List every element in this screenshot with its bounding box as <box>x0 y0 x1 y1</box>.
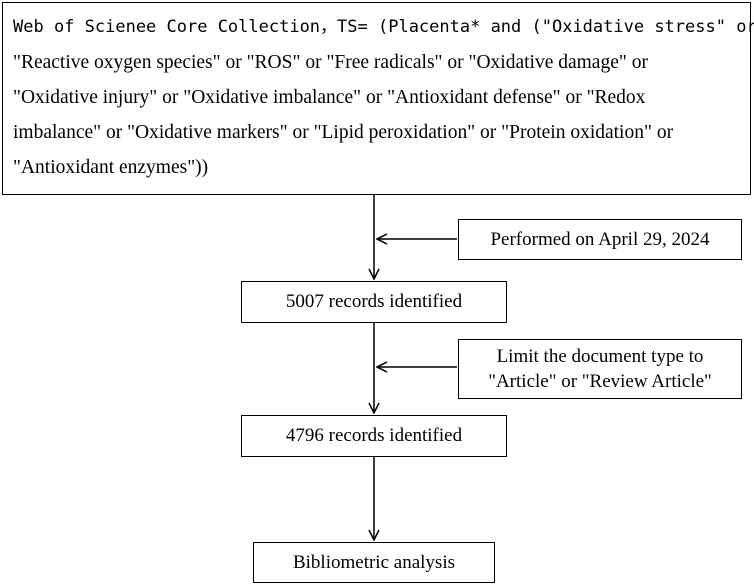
initial-records-count: 5007 records identified <box>285 291 463 312</box>
bibliometric-analysis-label: Bibliometric analysis <box>292 551 455 573</box>
initial-records-box: 5007 records identified <box>241 281 507 323</box>
query-line: Web of Scienee Core Collection，TS= (Plac… <box>13 17 754 37</box>
filtered-records-box: 4796 records identified <box>241 415 507 457</box>
document-type-filter-line: "Article" or "Review Article" <box>488 371 712 392</box>
document-type-filter-line: Limit the document type to <box>496 346 704 367</box>
document-type-filter-box: Limit the document type to "Article" or … <box>458 339 742 399</box>
query-line: "Oxidative injury" or "Oxidative imbalan… <box>13 87 646 108</box>
bibliometric-analysis-box: Bibliometric analysis <box>253 542 495 583</box>
filtered-records-count: 4796 records identified <box>285 425 463 446</box>
query-line: "Reactive oxygen species" or "ROS" or "F… <box>13 52 648 73</box>
search-date-note: Performed on April 29, 2024 <box>490 228 710 250</box>
search-date-note-box: Performed on April 29, 2024 <box>458 219 742 260</box>
query-line: "Antioxidant enzymes")) <box>13 157 209 178</box>
query-line: imbalance" or "Oxidative markers" or "Li… <box>13 122 674 143</box>
search-query-box: Web of Scienee Core Collection，TS= (Plac… <box>2 2 754 195</box>
